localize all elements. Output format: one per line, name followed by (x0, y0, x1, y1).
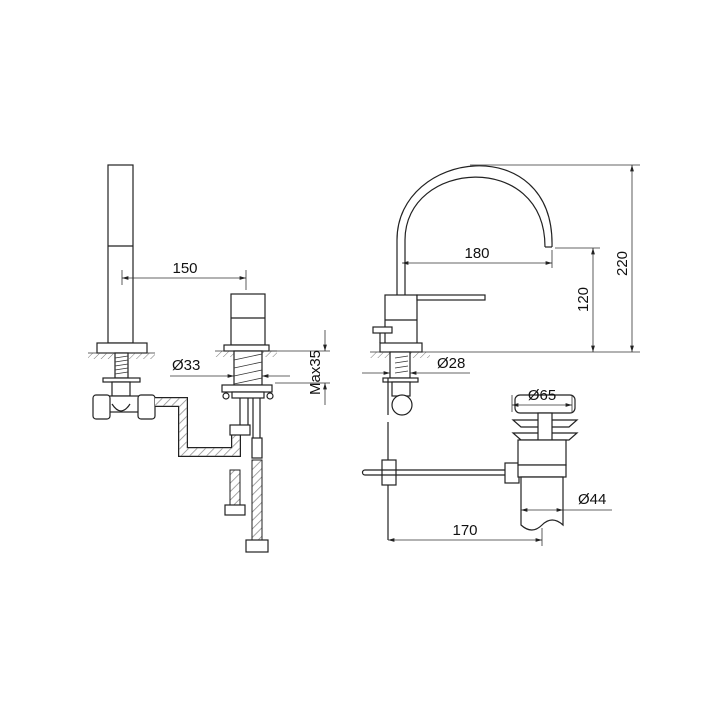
dim-label-max35: Max35 (307, 350, 324, 395)
basin-spout (370, 165, 640, 416)
popup-waste (361, 394, 579, 540)
dimension-d65: Ø65 (511, 387, 573, 412)
dim-label-d28: Ø28 (437, 355, 465, 372)
dim-label-150: 150 (172, 260, 197, 277)
dimension-120: 120 (555, 247, 600, 352)
dim-label-d44: Ø44 (578, 491, 606, 508)
dimension-max35: Max35 (270, 330, 330, 405)
dim-label-120: 120 (575, 287, 592, 312)
dim-label-220: 220 (614, 251, 631, 276)
dimension-170: 170 (388, 522, 543, 546)
dimension-d44: Ø44 (521, 491, 612, 512)
dim-label-d65: Ø65 (528, 387, 556, 404)
hoses (155, 397, 269, 553)
handshower (88, 164, 156, 420)
dimension-150: 150 (121, 260, 247, 290)
dim-label-170: 170 (452, 522, 477, 539)
dimension-220: 220 (470, 164, 640, 352)
dim-label-180: 180 (464, 245, 489, 262)
dimension-180: 180 (402, 245, 553, 268)
dim-label-d33: Ø33 (172, 357, 200, 374)
dimension-d33: Ø33 (170, 357, 290, 378)
mixer-body (215, 293, 277, 438)
dimension-d28: Ø28 (362, 355, 470, 375)
